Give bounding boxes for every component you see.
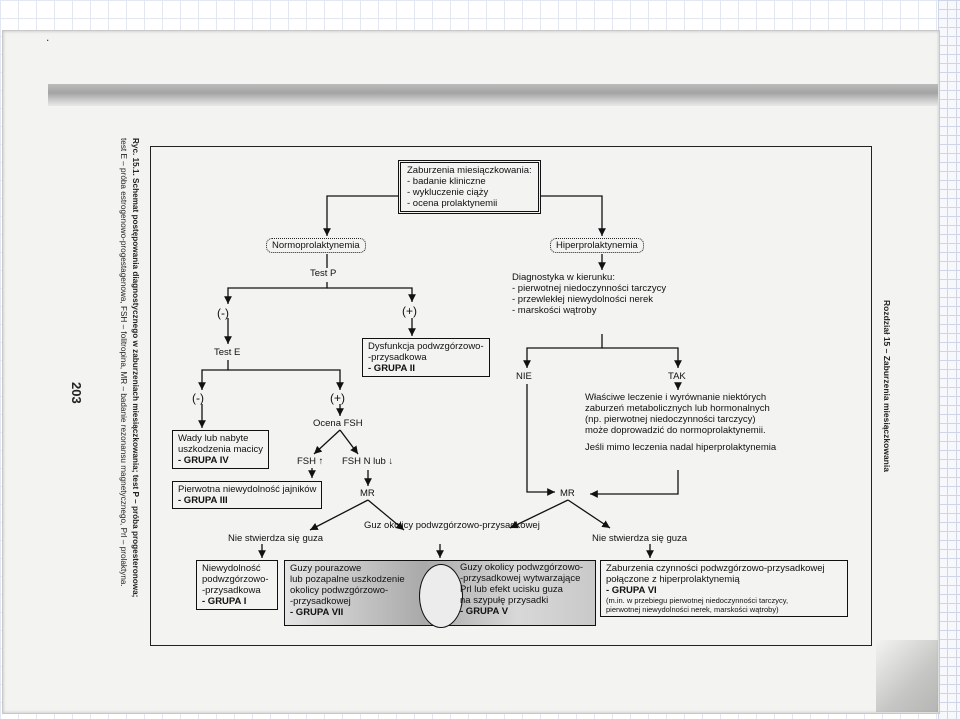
test-e-negative: (-): [192, 391, 204, 405]
book-binding-shadow: [48, 84, 938, 106]
ovarian-failure-box: Pierwotna niewydolność jajników - GRUPA …: [172, 481, 323, 509]
group-ii-label: - GRUPA II: [368, 363, 415, 374]
menstrual-item-1: - badanie kliniczne: [407, 176, 486, 187]
tumors-post-line-2: lub pozapalne uszkodzenie: [290, 574, 405, 585]
diagnostics-item-3: - marskości wątroby: [512, 305, 597, 316]
group-iv-label: - GRUPA IV: [178, 455, 229, 466]
functional-line-2: połączone z hiperprolaktynemią: [606, 574, 740, 585]
speck: .: [46, 30, 50, 44]
diagnostics-item-2: - przewlekłej niewydolności nerek: [512, 294, 653, 305]
pituitary-insufficiency-box: Niewydolność podwzgórzowo- -przysadkowa …: [196, 560, 278, 610]
diagnostics-title: Diagnostyka w kierunku:: [512, 272, 615, 283]
menstrual-item-3: - ocena prolaktynemii: [407, 198, 498, 209]
hyperprolactinemia-box: Hiperprolaktynemia: [550, 238, 644, 253]
functional-line-1: Zaburzenia czynności podwzgórzowo-przysa…: [606, 563, 825, 574]
functional-note-2: pierwotnej niewydolności nerek, marskośc…: [606, 605, 779, 614]
normoprolactinemia-box: Normoprolaktynemia: [266, 238, 366, 253]
overlap-ellipse: [419, 564, 463, 628]
dysfunction-line-1: Dysfunkcja podwzgórzowo-: [368, 341, 484, 352]
normoprolactinemia-label: Normoprolaktynemia: [272, 240, 360, 251]
group-vii-label: - GRUPA VII: [290, 607, 344, 618]
mr-left-label: MR: [360, 488, 375, 499]
treatment-line-4: może doprowadzić do normoprolaktynemii.: [585, 425, 766, 436]
uterus-line-1: Wady lub nabyte: [178, 433, 249, 444]
prl-tumors-box: Guzy okolicy podwzgórzowo- -przysadkowej…: [460, 562, 583, 617]
test-e-label: Test E: [214, 347, 241, 358]
figure-caption-line-1: Ryc. 15.1. Schemat postępowania diagnost…: [131, 138, 140, 598]
treatment-line-3: (np. pierwotnej niedoczynności tarczycy): [585, 414, 756, 425]
tumors-prl-line-4: na szypułę przysadki: [460, 595, 549, 606]
hyperprolactinemia-label: Hiperprolaktynemia: [556, 240, 638, 251]
group-v-label: - GRUPA V: [460, 606, 509, 617]
dysfunction-box: Dysfunkcja podwzgórzowo- -przysadkowa - …: [362, 338, 490, 377]
uterus-defects-box: Wady lub nabyte uszkodzenia macicy - GRU…: [172, 430, 270, 469]
tumors-post-line-4: -przysadkowej: [290, 596, 351, 607]
functional-disorders-box: Zaburzenia czynności podwzgórzowo-przysa…: [600, 560, 848, 617]
dysfunction-line-2: -przysadkowa: [368, 352, 427, 363]
menstrual-disorders-box: Zaburzenia miesiączkowania: - badanie kl…: [398, 160, 541, 214]
treatment-line-2: zaburzeń metabolicznych lub hormonalnych: [585, 403, 770, 414]
no-tumor-right-label: Nie stwierdza się guza: [592, 533, 688, 544]
insufficiency-line-2: podwzgórzowo-: [202, 574, 269, 585]
menstrual-item-2: - wykluczenie ciąży: [407, 187, 489, 198]
group-i-label: - GRUPA I: [202, 596, 247, 607]
fsh-up-label: FSH ↑: [297, 456, 324, 467]
tumors-prl-line-3: Prl lub efekt ucisku guza: [460, 584, 563, 595]
tumors-prl-line-1: Guzy okolicy podwzgórzowo-: [460, 562, 584, 573]
ovarian-line-1: Pierwotna niewydolność jajników: [178, 484, 317, 495]
group-iii-label: - GRUPA III: [178, 495, 228, 506]
page-number: 203: [69, 382, 84, 404]
menstrual-disorders-title: Zaburzenia miesiączkowania:: [407, 165, 532, 176]
tumors-post-line-3: okolicy podwzgórzowo-: [290, 585, 389, 596]
group-vi-label: - GRUPA VI: [606, 585, 657, 596]
insufficiency-line-3: -przysadkowa: [202, 585, 261, 596]
ocena-fsh-label: Ocena FSH: [313, 418, 363, 429]
scan-corner-shadow: [876, 640, 938, 712]
flowchart-frame: [150, 146, 872, 646]
test-p-label: Test P: [310, 268, 337, 279]
tumors-post-line-1: Guzy pourazowe: [290, 563, 362, 574]
functional-note-1: (m.in. w przebiegu pierwotnej niedoczynn…: [606, 596, 789, 605]
nie-label: NIE: [516, 371, 532, 382]
diagnostics-block: Diagnostyka w kierunku: - pierwotnej nie…: [512, 272, 666, 316]
fsh-normal-label: FSH N lub ↓: [342, 456, 394, 467]
test-p-negative: (-): [217, 306, 229, 320]
tak-label: TAK: [668, 371, 686, 382]
treatment-followup: Jeśli mimo leczenia nadal hiperprolaktyn…: [585, 442, 777, 453]
figure-caption-line-2: test E – próba estrogenowo-progestagenow…: [119, 138, 128, 587]
treatment-line-1: Właściwe leczenie i wyrównanie niektóryc…: [585, 392, 767, 403]
tumor-region-label: Guz okolicy podwzgórzowo-przysadkowej: [364, 520, 540, 531]
diagnostics-item-1: - pierwotnej niedoczynności tarczycy: [512, 283, 667, 294]
tumors-prl-line-2: -przysadkowej wytwarzające: [460, 573, 581, 584]
treatment-block: Właściwe leczenie i wyrównanie niektóryc…: [585, 392, 776, 453]
mr-right-label: MR: [560, 488, 575, 499]
right-edge-strip: [938, 0, 960, 719]
uterus-line-2: uszkodzenia macicy: [178, 444, 264, 455]
chapter-header: Rozdział 15 – Zaburzenia miesiączkowania: [882, 300, 892, 472]
no-tumor-left-label: Nie stwierdza się guza: [228, 533, 324, 544]
test-p-positive: (+): [402, 304, 417, 318]
test-e-positive: (+): [330, 391, 345, 405]
insufficiency-line-1: Niewydolność: [202, 563, 261, 574]
